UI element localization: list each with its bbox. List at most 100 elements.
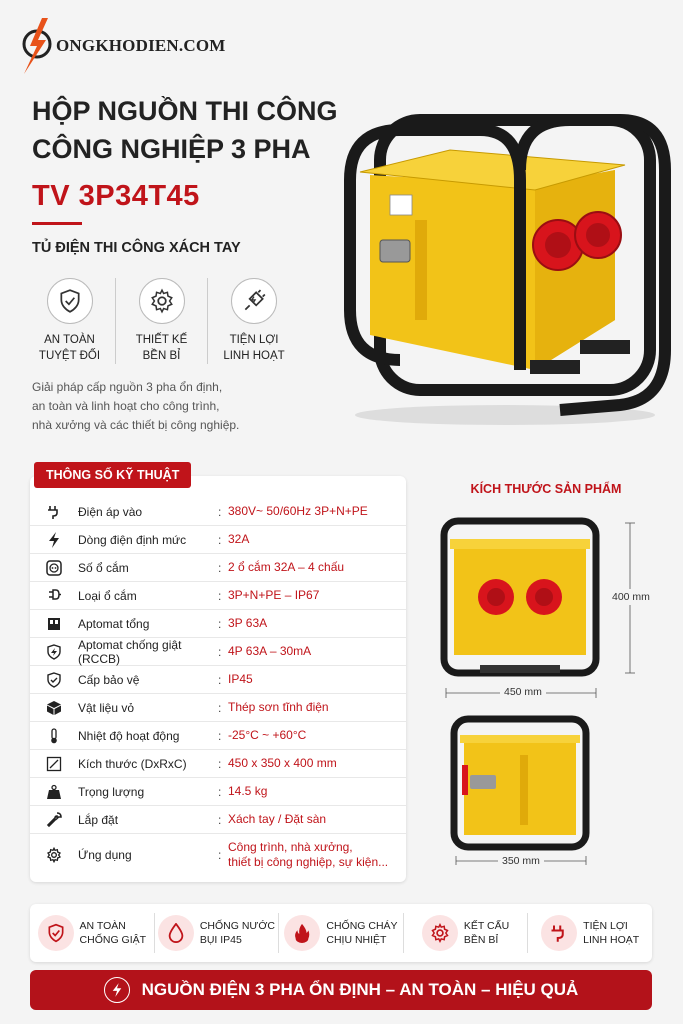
shield-icon xyxy=(30,671,78,688)
spec-key: Nhiệt độ hoạt động xyxy=(78,728,180,743)
side-view-diagram xyxy=(450,715,590,865)
description: Giải pháp cấp nguồn 3 pha ổn định, an to… xyxy=(32,378,292,435)
brand-logo[interactable]: ONGKHODIEN.COM xyxy=(20,18,226,74)
thermometer-icon xyxy=(30,727,78,744)
bottom-feature-label: CHỐNG GIẬT xyxy=(79,934,147,946)
bottom-feature-label: BỀN BỈ xyxy=(463,934,499,946)
slogan-text: NGUỒN ĐIỆN 3 PHA ỔN ĐỊNH – AN TOÀN – HIỆ… xyxy=(141,980,579,999)
breaker-icon xyxy=(30,616,78,632)
feature-item: TIỆN LỢI LINH HOẠT xyxy=(208,278,300,364)
feature-item: THIẾT KẾ BỀN BỈ xyxy=(116,278,208,364)
spec-value: -25°C ~ +60°C xyxy=(228,728,307,742)
width-label: 450 mm xyxy=(500,686,546,698)
subtitle: TỦ ĐIỆN THI CÔNG XÁCH TAY xyxy=(32,240,241,256)
page-title: HỘP NGUỒN THI CÔNG CÔNG NGHIỆP 3 PHA xyxy=(32,92,338,168)
gear-icon xyxy=(421,915,458,951)
spec-value: 4P 63A – 30mA xyxy=(228,644,312,658)
spec-value: 3P 63A xyxy=(228,616,268,630)
model-number: TV 3P34T45 xyxy=(32,180,200,212)
spec-separator: : xyxy=(218,504,222,519)
dimension-icon xyxy=(30,756,78,772)
lightning-icon xyxy=(103,977,130,1003)
description-line: an toàn và linh hoạt cho công trình, xyxy=(32,399,220,413)
spec-value: 380V~ 50/60Hz 3P+N+PE xyxy=(228,504,368,518)
front-view-diagram xyxy=(440,517,635,698)
spec-value: Công trình, nhà xưởng, thiết bị công ngh… xyxy=(228,840,406,870)
shield-check-icon xyxy=(37,915,74,951)
plug-icon xyxy=(231,278,277,324)
spec-value: IP45 xyxy=(228,672,253,686)
spec-separator: : xyxy=(218,616,222,631)
spec-value: 2 ổ cắm 32A – 4 chấu xyxy=(228,560,345,574)
spec-separator: : xyxy=(218,848,222,862)
spec-key: Aptomat chống giật (RCCB) xyxy=(78,637,182,666)
slogan-banner: NGUỒN ĐIỆN 3 PHA ỔN ĐỊNH – AN TOÀN – HIỆ… xyxy=(30,970,652,1010)
bottom-feature-label: CHỊU NHIỆT xyxy=(326,934,387,946)
spec-value-line: thiết bị công nghiệp, sự kiện... xyxy=(228,855,389,869)
depth-label: 350 mm xyxy=(498,855,544,867)
feature-label: LINH HOẠT xyxy=(223,350,285,362)
spec-separator: : xyxy=(218,812,222,827)
spec-value: 32A xyxy=(228,532,250,546)
logo-text: ONGKHODIEN.COM xyxy=(56,36,226,55)
spec-value: 450 x 350 x 400 mm xyxy=(228,756,337,770)
spec-key: Loại ổ cắm xyxy=(78,588,137,603)
spec-key: Lắp đặt xyxy=(78,812,119,827)
box-icon xyxy=(30,700,78,716)
socket-icon xyxy=(30,559,78,576)
spec-key: Vật liệu vỏ xyxy=(78,700,135,715)
spec-separator: : xyxy=(218,784,222,799)
spec-key: Trọng lượng xyxy=(78,784,145,799)
spec-separator: : xyxy=(218,672,222,687)
weight-icon xyxy=(30,784,78,800)
spec-separator: : xyxy=(218,700,222,715)
table-row: Vật liệu vỏ : Thép sơn tĩnh điện xyxy=(30,694,406,722)
table-row: Nhiệt độ hoạt động : -25°C ~ +60°C xyxy=(30,722,406,750)
table-row: Loại ổ cắm : 3P+N+PE – IP67 xyxy=(30,582,406,610)
spec-key: Số ổ cắm xyxy=(78,560,129,575)
table-row: Kích thước (DxRxC) : 450 x 350 x 400 mm xyxy=(30,750,406,778)
gear-icon xyxy=(30,847,78,863)
water-drop-icon xyxy=(157,915,194,951)
spec-key: Dòng điện định mức xyxy=(78,532,187,547)
bottom-feature-label: CHỐNG CHÁY xyxy=(326,920,398,932)
bottom-feature-label: BỤI IP45 xyxy=(199,934,242,946)
product-image xyxy=(344,114,671,425)
feature-label: THIẾT KẾ xyxy=(135,334,188,346)
lightning-icon xyxy=(30,531,78,548)
bottom-feature-item: CHỐNG NƯỚC BỤI IP45 xyxy=(155,913,280,953)
spec-separator: : xyxy=(218,532,222,547)
table-row: Aptomat chống giật (RCCB) : 4P 63A – 30m… xyxy=(30,638,406,666)
wrench-icon xyxy=(30,811,78,828)
title-line: HỘP NGUỒN THI CÔNG xyxy=(32,96,338,126)
divider xyxy=(32,222,82,225)
plug-icon xyxy=(541,915,578,951)
table-row: Điện áp vào : 380V~ 50/60Hz 3P+N+PE xyxy=(30,498,406,526)
spec-key: Aptomat tổng xyxy=(78,616,150,631)
spec-separator: : xyxy=(218,756,222,771)
table-row: Số ổ cắm : 2 ổ cắm 32A – 4 chấu xyxy=(30,554,406,582)
specs-header: THÔNG SỐ KỸ THUẬT xyxy=(34,462,192,488)
dimensions-title: KÍCH THƯỚC SẢN PHẨM xyxy=(470,482,622,496)
description-line: Giải pháp cấp nguồn 3 pha ổn định, xyxy=(32,380,223,394)
spec-key: Ứng dụng xyxy=(78,848,132,862)
plug-icon xyxy=(30,504,78,520)
table-row: Lắp đặt : Xách tay / Đặt sàn xyxy=(30,806,406,834)
bottom-feature-label: TIỆN LỢI xyxy=(583,920,628,932)
feature-label: BỀN BỈ xyxy=(142,350,181,362)
plug-icon xyxy=(30,588,78,604)
shield-bolt-icon xyxy=(30,643,78,660)
title-line: CÔNG NGHIỆP 3 PHA xyxy=(32,134,311,164)
bottom-feature-label: CHỐNG NƯỚC xyxy=(199,920,275,932)
spec-value: Thép sơn tĩnh điện xyxy=(228,700,329,714)
spec-value: 3P+N+PE – IP67 xyxy=(228,588,320,602)
specs-table: THÔNG SỐ KỸ THUẬT Điện áp vào : 380V~ 50… xyxy=(30,462,406,882)
feature-label: TIỆN LỢI xyxy=(229,334,279,346)
spec-separator: : xyxy=(218,588,222,603)
feature-label: AN TOÀN xyxy=(44,334,95,346)
